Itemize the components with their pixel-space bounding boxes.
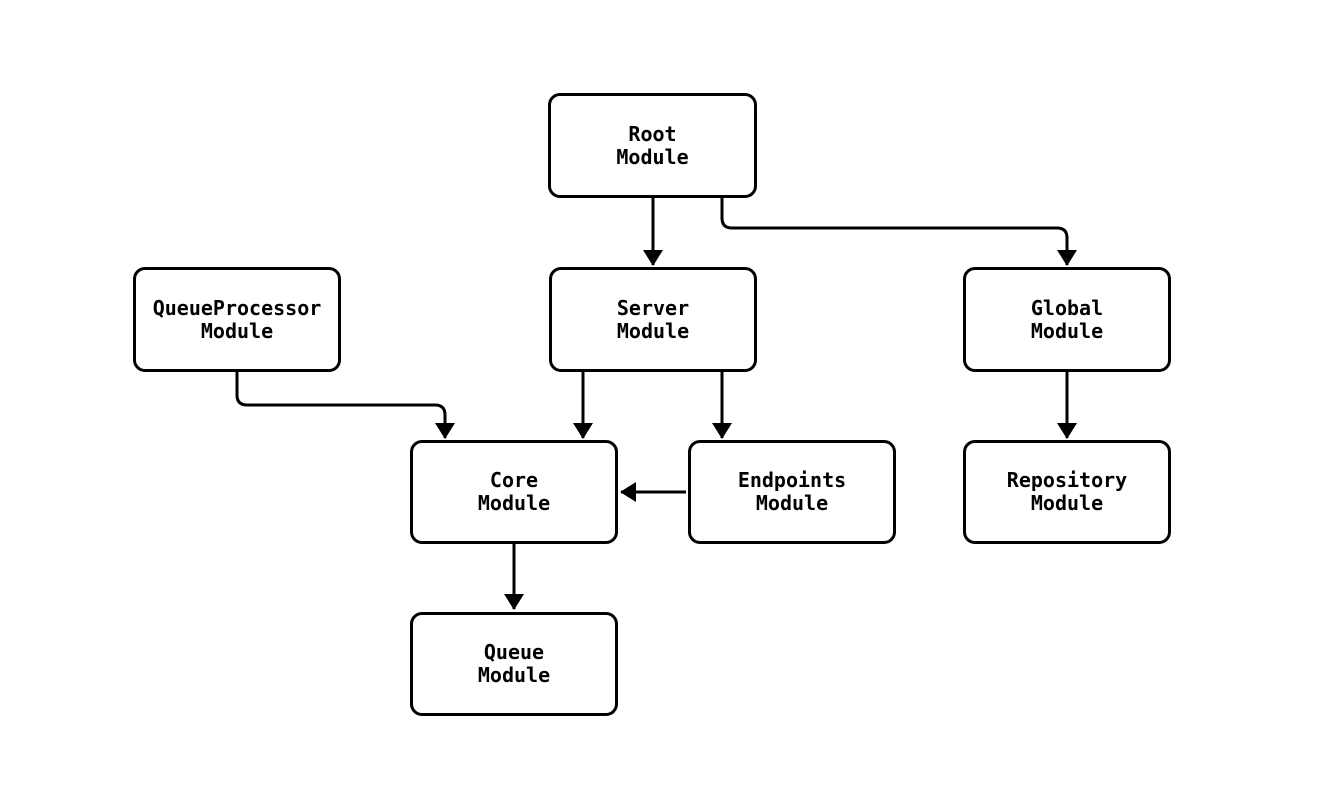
node-repository-module: Repository Module	[963, 440, 1171, 544]
node-label: Repository	[1006, 468, 1128, 492]
node-root-module: Root Module	[548, 93, 757, 198]
node-label: Module	[1030, 318, 1104, 343]
node-label: Queue	[483, 640, 545, 664]
node-core-module: Core Module	[410, 440, 618, 544]
node-label: Server	[616, 295, 690, 320]
node-label: Module	[616, 144, 689, 169]
node-queueprocessor-module: QueueProcessor Module	[133, 267, 341, 372]
node-server-module: Server Module	[549, 267, 757, 372]
node-label: Module	[755, 491, 829, 515]
node-label: Endpoints	[737, 468, 847, 492]
node-label: Module	[616, 318, 690, 343]
node-label: Root	[628, 121, 677, 146]
edge-root-to-global	[720, 198, 1077, 266]
node-label: Global	[1030, 295, 1104, 320]
node-label: Core	[489, 468, 539, 492]
node-label: Module	[200, 318, 274, 343]
node-global-module: Global Module	[963, 267, 1171, 372]
node-label: QueueProcessor	[152, 295, 322, 320]
node-label: Module	[477, 491, 551, 515]
node-label: Module	[477, 663, 551, 687]
node-endpoints-module: Endpoints Module	[688, 440, 896, 544]
node-label: Module	[1030, 491, 1104, 515]
node-queue-module: Queue Module	[410, 612, 618, 716]
edge-queueprocessor-to-core	[235, 372, 455, 439]
